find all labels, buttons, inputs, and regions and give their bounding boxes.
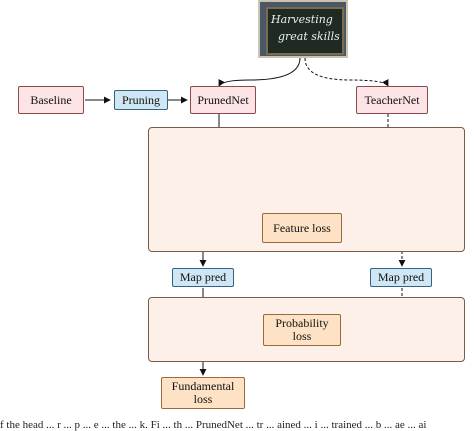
probability-loss-line2: loss <box>292 329 312 343</box>
fundamental-loss-line1: Fundamental <box>171 379 235 393</box>
map-pred-right-node: Map pred <box>370 268 432 287</box>
fundamental-loss-line2: loss <box>193 392 213 406</box>
pruning-node: Pruning <box>114 90 168 110</box>
teachernet-node: TeacherNet <box>356 86 428 114</box>
arrow-photo-prunednet <box>218 57 301 87</box>
probability-loss-node: Probability loss <box>263 314 341 346</box>
input-image-text-line1: Harvesting <box>271 13 333 26</box>
probability-loss-line1: Probability <box>275 316 329 330</box>
baseline-node: Baseline <box>18 86 84 114</box>
fundamental-loss-node: Fundamental loss <box>161 377 245 409</box>
input-image-text-line2: great skills <box>278 30 340 43</box>
feature-loss-node: Feature loss <box>262 213 342 243</box>
input-image: Harvesting great skills <box>258 0 348 58</box>
map-pred-left-node: Map pred <box>172 268 234 287</box>
figure-caption-fragment: f the head ... r ... p ... e ... the ...… <box>0 419 427 431</box>
prunednet-node: PrunedNet <box>190 86 256 114</box>
arrow-photo-teachernet <box>304 57 389 87</box>
input-image-board: Harvesting great skills <box>266 7 344 55</box>
